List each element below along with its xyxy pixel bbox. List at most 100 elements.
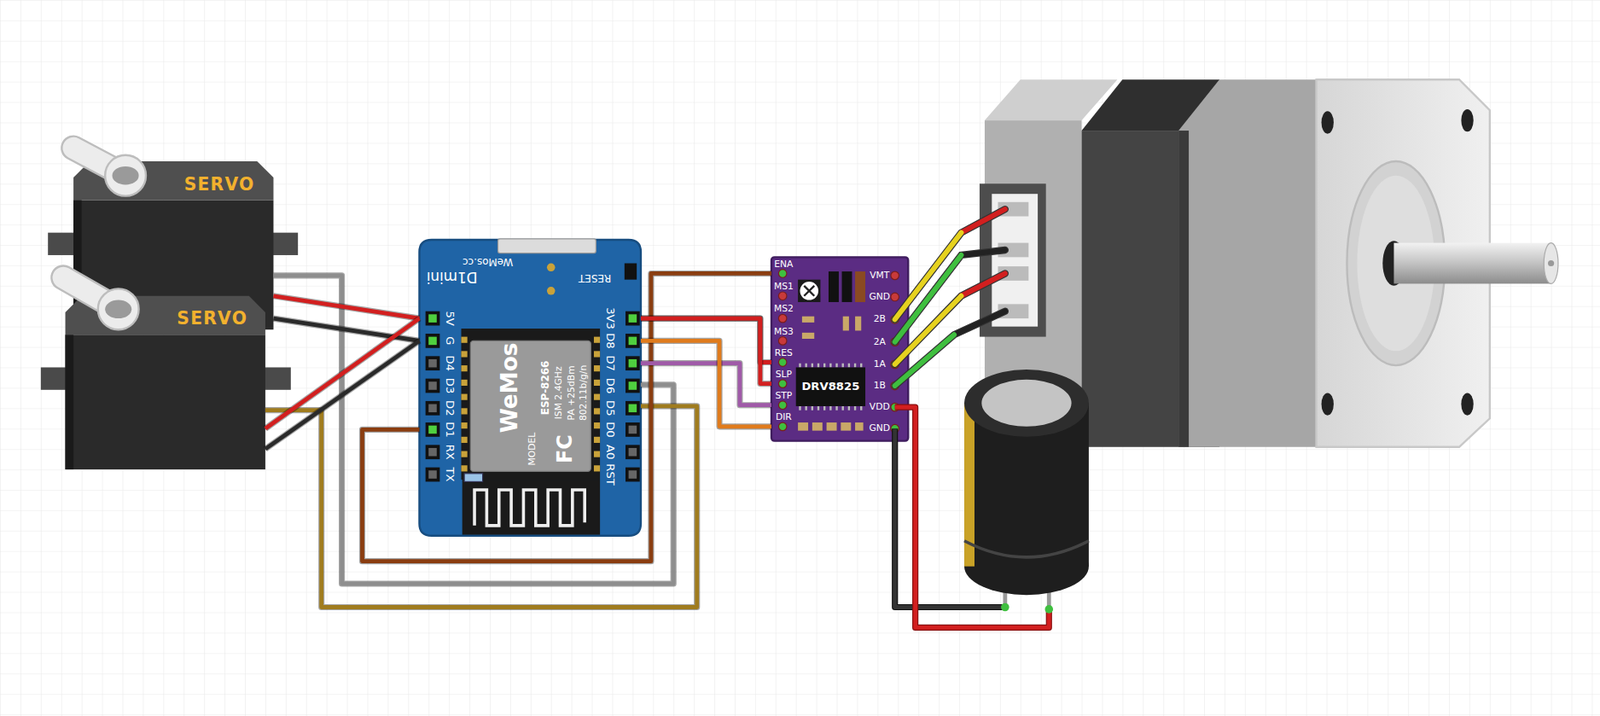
pin-label: STP (774, 391, 792, 402)
wemos-board-illustration (460, 337, 600, 472)
wemos-board-illustration (428, 314, 437, 323)
drv8825-board-illustration (778, 379, 787, 389)
wemos-board-illustration (625, 401, 640, 416)
drv8825-board-illustration (778, 358, 787, 367)
servo-motor (98, 288, 140, 330)
module-text: PA +25dBm (566, 365, 576, 420)
chip-label: DRV8825 (801, 381, 860, 393)
drv8825-board-illustration (812, 422, 823, 431)
drv8825-board-illustration (797, 422, 864, 431)
motor-wires (960, 273, 1005, 296)
wemos-board-illustration (546, 263, 556, 273)
logo-text: FC (553, 434, 575, 464)
motor-wires (960, 209, 1005, 233)
wemos-board-illustration (425, 401, 441, 416)
module-text: ESP-8266 (541, 360, 552, 416)
wire-outline (273, 296, 419, 319)
capacitor-wires (1000, 603, 1010, 612)
stepper-motor (1393, 243, 1551, 285)
wire-core (640, 363, 772, 406)
wire-outline (265, 406, 698, 608)
wemos-board-illustration (628, 381, 638, 390)
wemos-board-illustration (428, 381, 437, 390)
wemos-board-illustration (546, 286, 556, 296)
wemos-d1-mini-board: WeMos.ccD1miniRESET5VGD4D3D2D1RXTX3V3D8D… (418, 239, 640, 536)
pin-label: SLP (775, 369, 792, 379)
drv8825-board-illustration (855, 271, 866, 303)
wire-outline (265, 340, 420, 449)
wemos-board-illustration (593, 465, 600, 472)
wemos-board-illustration (460, 422, 467, 429)
wemos-board-illustration (425, 311, 441, 326)
wemos-board-illustration (593, 350, 600, 357)
wemos-board-illustration (593, 422, 600, 429)
servo-motor: SERVO (65, 296, 266, 470)
pin-label: MS3 (773, 326, 794, 337)
wire-core (265, 318, 420, 429)
drv8825-board-illustration (771, 256, 908, 441)
drv8825-board-illustration (778, 314, 787, 323)
pin-label: RES (774, 348, 793, 358)
wemos-board-illustration (425, 467, 441, 483)
wire-core (265, 406, 698, 608)
pin-label: 2A (873, 337, 886, 347)
wemos-board-illustration (593, 394, 600, 401)
drv8825-board-illustration (778, 269, 899, 433)
pin-label: D0 (605, 421, 617, 437)
pin-label: 5V (444, 310, 456, 326)
drv8825-board-illustration (778, 401, 787, 410)
capacitor (964, 369, 1089, 437)
capacitor-wires (895, 407, 1050, 628)
wemos-board-illustration (428, 359, 437, 368)
servo-motor (104, 155, 146, 197)
wemos-board-illustration (428, 448, 437, 457)
stepper-motor (1547, 260, 1554, 267)
wire-outline (362, 273, 773, 561)
wire-outline (640, 340, 772, 426)
wemos-board-illustration (425, 311, 640, 483)
wemos-board-illustration (428, 425, 437, 435)
servo-motor (65, 334, 266, 470)
motor-wires (895, 209, 1006, 386)
wemos-board-illustration (625, 444, 640, 460)
drv8825-board-illustration (843, 316, 850, 332)
pin-label: 1B (873, 381, 886, 391)
pin-label: A0 (605, 444, 617, 460)
wire-core (640, 318, 772, 384)
pin-label: DIR (775, 413, 792, 423)
pin-label: VMT (869, 270, 890, 280)
drv8825-board-illustration (890, 271, 900, 280)
wemos-board-illustration (593, 337, 600, 344)
wemos-board-illustration (460, 407, 467, 414)
drv8825-board-illustration (855, 316, 862, 332)
wemos-board-illustration (425, 355, 441, 371)
wire-core (273, 296, 419, 319)
jumper-wire (640, 318, 772, 384)
pin-label: VDD (869, 402, 891, 413)
wire-core (273, 275, 674, 584)
pin-label: TX (444, 467, 456, 483)
wemos-board-illustration (593, 365, 600, 372)
motor-wires (960, 250, 1005, 256)
wemos-board-illustration (474, 489, 585, 526)
stepper-motor (1321, 392, 1334, 415)
pin-label: D1 (444, 421, 456, 437)
jumper-wire (640, 340, 772, 426)
capacitor (981, 379, 1071, 427)
board-name: D1mini (426, 270, 478, 286)
capacitor-wires (1044, 605, 1054, 614)
jumper-wire (265, 406, 698, 608)
wemos-board-illustration (428, 337, 437, 346)
pin-label: D8 (605, 332, 617, 349)
capacitor (964, 541, 1089, 558)
wemos-board-illustration (462, 479, 600, 536)
drv8825-board-illustration (802, 332, 815, 339)
wire-core (640, 340, 772, 426)
pin-label: MS2 (773, 304, 794, 315)
servo-motor (40, 277, 291, 470)
pin-label: D5 (605, 400, 617, 416)
wire-outline (265, 318, 420, 429)
wemos-board-illustration (464, 473, 483, 483)
